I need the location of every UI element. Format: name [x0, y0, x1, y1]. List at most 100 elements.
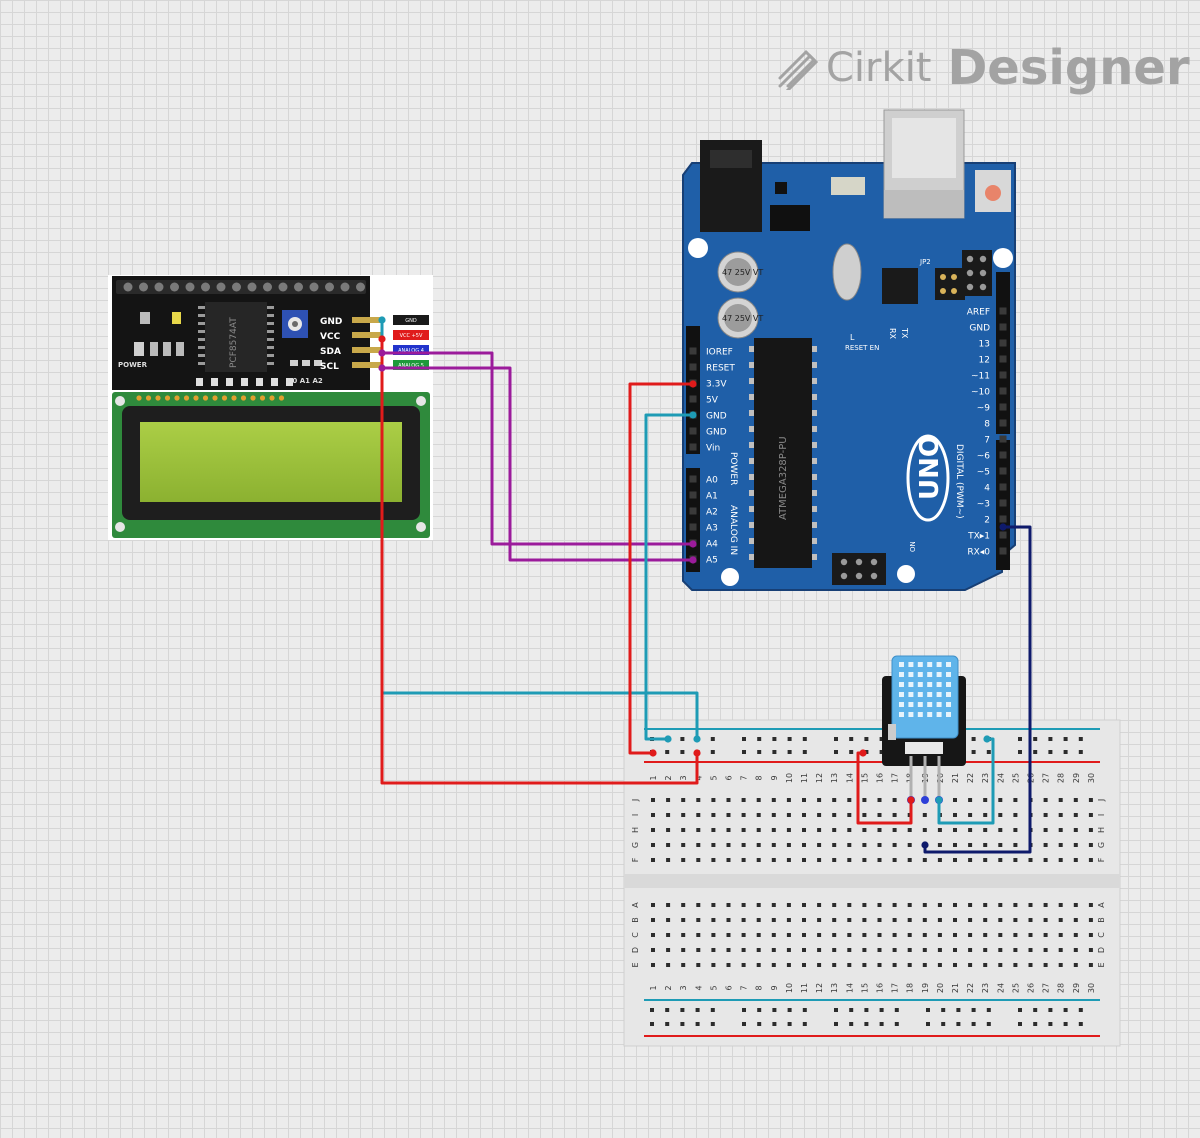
column-number: 25	[1011, 983, 1020, 993]
atmega16u2-chip	[882, 268, 918, 304]
wire-endpoint[interactable]	[983, 735, 991, 743]
header-pin[interactable]	[999, 467, 1007, 475]
header-pin[interactable]	[689, 507, 697, 515]
row-letter: E	[1097, 962, 1106, 967]
dht11-sensor-module[interactable]	[882, 655, 966, 804]
header-pin-label: 4	[984, 484, 990, 494]
header-pin[interactable]	[999, 499, 1007, 507]
header-pin[interactable]	[689, 523, 697, 531]
column-number: 9	[770, 775, 779, 780]
analog-header-title: ANALOG IN	[728, 505, 738, 555]
arduino-uno[interactable]: 47 25V VT 47 25V VT ATMEGA328P-PU UNO ON…	[682, 109, 1016, 591]
wire-endpoint[interactable]	[689, 556, 697, 564]
wire-endpoint[interactable]	[693, 735, 701, 743]
header-pin-label: 8	[984, 420, 990, 430]
header-pin[interactable]	[999, 403, 1007, 411]
wire-endpoint[interactable]	[378, 349, 386, 357]
wire-endpoint[interactable]	[378, 316, 386, 324]
wire-endpoint[interactable]	[649, 749, 657, 757]
wire-endpoint[interactable]	[689, 380, 697, 388]
dht11-pin[interactable]	[921, 796, 929, 804]
header-pin[interactable]	[999, 451, 1007, 459]
icsp-header	[962, 250, 992, 296]
row-letter: D	[631, 947, 640, 953]
backpack-pin[interactable]	[352, 347, 382, 353]
header-pin[interactable]	[689, 395, 697, 403]
header-pin[interactable]	[999, 307, 1007, 315]
header-pin[interactable]	[689, 363, 697, 371]
center-channel	[624, 874, 1120, 888]
column-number: 13	[830, 983, 839, 993]
header-pin[interactable]	[999, 355, 1007, 363]
header-pin[interactable]	[689, 475, 697, 483]
row-letter: D	[1097, 947, 1106, 953]
wire-lcd-vcc[interactable]	[380, 337, 699, 785]
wire-endpoint[interactable]	[859, 749, 867, 757]
wire-endpoint[interactable]	[907, 796, 915, 804]
wire-endpoint[interactable]	[664, 735, 672, 743]
wire-endpoint[interactable]	[689, 540, 697, 548]
wire-dht-data[interactable]	[923, 525, 1032, 854]
wire-endpoint[interactable]	[935, 796, 943, 804]
header-pin	[263, 282, 272, 292]
column-number: 30	[1087, 983, 1096, 993]
header-pin[interactable]	[999, 339, 1007, 347]
brand-name-part1: Cirkit	[826, 45, 932, 91]
l-led-label: L	[850, 333, 855, 342]
header-pin[interactable]	[689, 443, 697, 451]
backpack-pin[interactable]	[352, 317, 382, 323]
header-pin[interactable]	[999, 371, 1007, 379]
header-pin[interactable]	[689, 347, 697, 355]
wire-endpoint[interactable]	[689, 411, 697, 419]
header-pin[interactable]	[689, 491, 697, 499]
column-number: 2	[664, 985, 673, 990]
header-pin[interactable]	[999, 547, 1007, 555]
header-pin[interactable]	[999, 323, 1007, 331]
svg-text:47 25V VT: 47 25V VT	[722, 314, 763, 323]
wire-lcd-sda[interactable]	[380, 351, 695, 546]
column-number: 28	[1057, 773, 1066, 783]
header-pin-label: A0	[706, 476, 718, 486]
capacitor-2: 47 25V VT	[717, 297, 763, 339]
column-number: 4	[694, 775, 703, 780]
wire-arduino-5v[interactable]	[628, 382, 695, 755]
row-letter: B	[631, 917, 640, 923]
header-pin[interactable]	[999, 387, 1007, 395]
wires[interactable]	[380, 318, 1032, 854]
backpack-pin[interactable]	[352, 362, 382, 368]
header-pin[interactable]	[999, 435, 1007, 443]
wire-endpoint[interactable]	[921, 841, 929, 849]
main-chip-label: ATMEGA328P-PU	[778, 436, 789, 520]
address-label: A0 A1 A2	[287, 377, 323, 385]
wire-endpoint[interactable]	[999, 523, 1007, 531]
backpack-pin[interactable]	[352, 332, 382, 338]
breadboard[interactable]: 1122334455667788991010111112121313141415…	[623, 719, 1121, 1047]
wire-lcd-scl[interactable]	[380, 366, 695, 562]
wire-endpoint[interactable]	[378, 335, 386, 343]
wire-endpoint[interactable]	[693, 749, 701, 757]
crystal-oscillator	[832, 243, 862, 301]
header-pin[interactable]	[999, 515, 1007, 523]
row-letter: A	[631, 902, 640, 908]
column-number: 10	[785, 773, 794, 783]
header-pin	[294, 282, 303, 292]
wire-endpoint[interactable]	[378, 364, 386, 372]
header-pin	[201, 282, 210, 292]
column-number: 16	[876, 983, 885, 993]
wire-arduino-gnd[interactable]	[644, 413, 695, 741]
wire-dht-gnd[interactable]	[937, 737, 995, 825]
column-number: 14	[845, 983, 854, 993]
backpack-pin-tag	[393, 315, 429, 325]
header-pin	[185, 282, 195, 292]
column-number: 27	[1042, 773, 1051, 783]
column-number: 24	[996, 983, 1005, 993]
header-pin-label: ~9	[977, 404, 991, 414]
header-pin[interactable]	[999, 483, 1007, 491]
header-pin-label: A4	[706, 540, 718, 550]
header-pin[interactable]	[999, 419, 1007, 427]
header-pin[interactable]	[999, 531, 1007, 539]
header-pin[interactable]	[689, 427, 697, 435]
backpack-pin-tag	[393, 330, 429, 340]
